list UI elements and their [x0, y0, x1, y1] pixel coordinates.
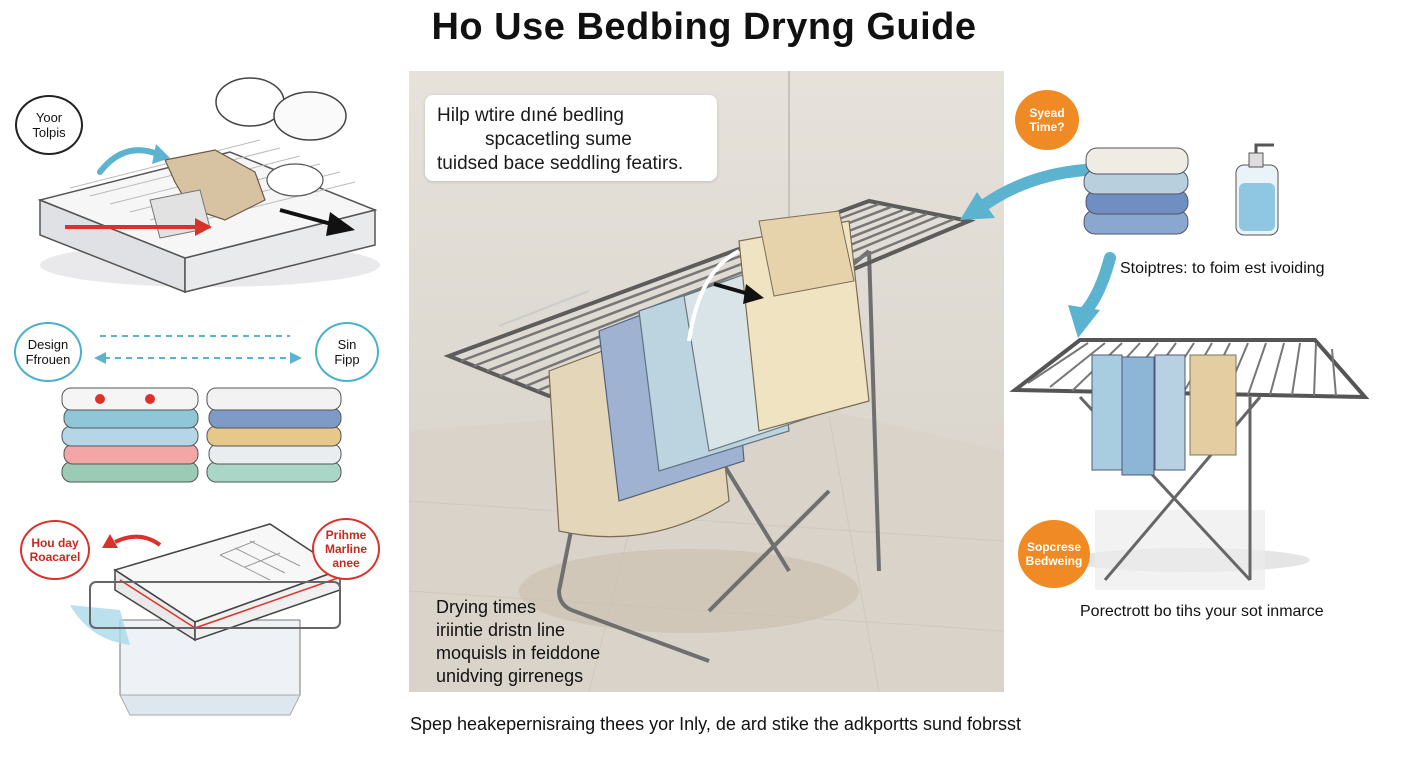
prime-bubble-line: anee: [332, 556, 360, 570]
drying-times-line: moquisls in feiddone: [436, 643, 601, 663]
design-bubble-line: Ffrouen: [25, 352, 71, 367]
center-note-line: Hilp wtire dıné bedling: [437, 105, 624, 126]
right-caption-2: Porectrott bo tihs your sot inmarce: [1080, 603, 1324, 620]
small-drying-rack: [1009, 338, 1370, 590]
towel-stack: [1083, 147, 1189, 235]
holiday-bubble-line: Roacarel: [29, 550, 81, 564]
prime-bubble: Prihme Marline anee: [312, 518, 380, 580]
center-note-line: spcacetling sume: [485, 129, 632, 150]
speed-time-bubble: Syead Time?: [1015, 90, 1079, 150]
blue-arrow-down: [1068, 252, 1116, 338]
speed-time-line: Time?: [1029, 120, 1065, 134]
speed-time-line: Syead: [1029, 106, 1065, 120]
detergent-bottle-icon: [1235, 143, 1279, 236]
tip-bubble-line: Tolpis: [32, 125, 66, 140]
drying-times-line: iriintie dristn line: [436, 620, 566, 640]
center-note-line: tuidsed bace seddling featirs.: [437, 153, 684, 174]
design-bubble-line: Design: [27, 337, 69, 352]
drying-times-text: Drying times iriintie dristn line moquis…: [436, 596, 600, 688]
folded-stack-left: [61, 387, 199, 483]
page-title: Ho Use Bedbing Dryng Guide: [431, 6, 977, 48]
bedweing-line: Bedweing: [1025, 554, 1083, 568]
bedweing-line: Sopcrese: [1026, 540, 1081, 554]
drying-times-line: unidving girrenegs: [436, 666, 584, 686]
tip-bubble-line: Yoor: [35, 110, 63, 125]
drying-times-line: Drying times: [436, 597, 537, 617]
holiday-bubble-line: Hou day: [31, 536, 79, 550]
tip-bubble: Yoor Tolpis: [15, 95, 83, 155]
mattress-illustration: [37, 77, 380, 294]
design-bubble: Design Ffrouen: [14, 322, 82, 382]
flip-bubble: Sin Fipp: [315, 322, 379, 382]
blue-arrow-to-rack: [960, 164, 1091, 220]
center-note: Hilp wtire dıné bedling spcacetling sume…: [425, 95, 717, 181]
drying-rack-scene: [409, 71, 1004, 692]
flip-bubble-line: Sin: [337, 337, 357, 352]
holiday-bubble: Hou day Roacarel: [20, 520, 90, 580]
drying-rack: [409, 71, 1004, 692]
flip-bubble-line: Fipp: [334, 352, 360, 367]
prime-bubble-line: Marline: [324, 542, 367, 556]
bottom-caption: Spep heakepernisraing thees yor Inly, de…: [410, 714, 1022, 734]
storage-box-illustration: [70, 523, 342, 716]
folded-stack-right: [206, 387, 342, 483]
right-caption-1: Stoiptres: to foim est ivoiding: [1120, 260, 1325, 277]
prime-bubble-line: Prihme: [325, 528, 367, 542]
bedweing-bubble: Sopcrese Bedweing: [1018, 520, 1090, 588]
dashed-arrows: [94, 335, 302, 364]
